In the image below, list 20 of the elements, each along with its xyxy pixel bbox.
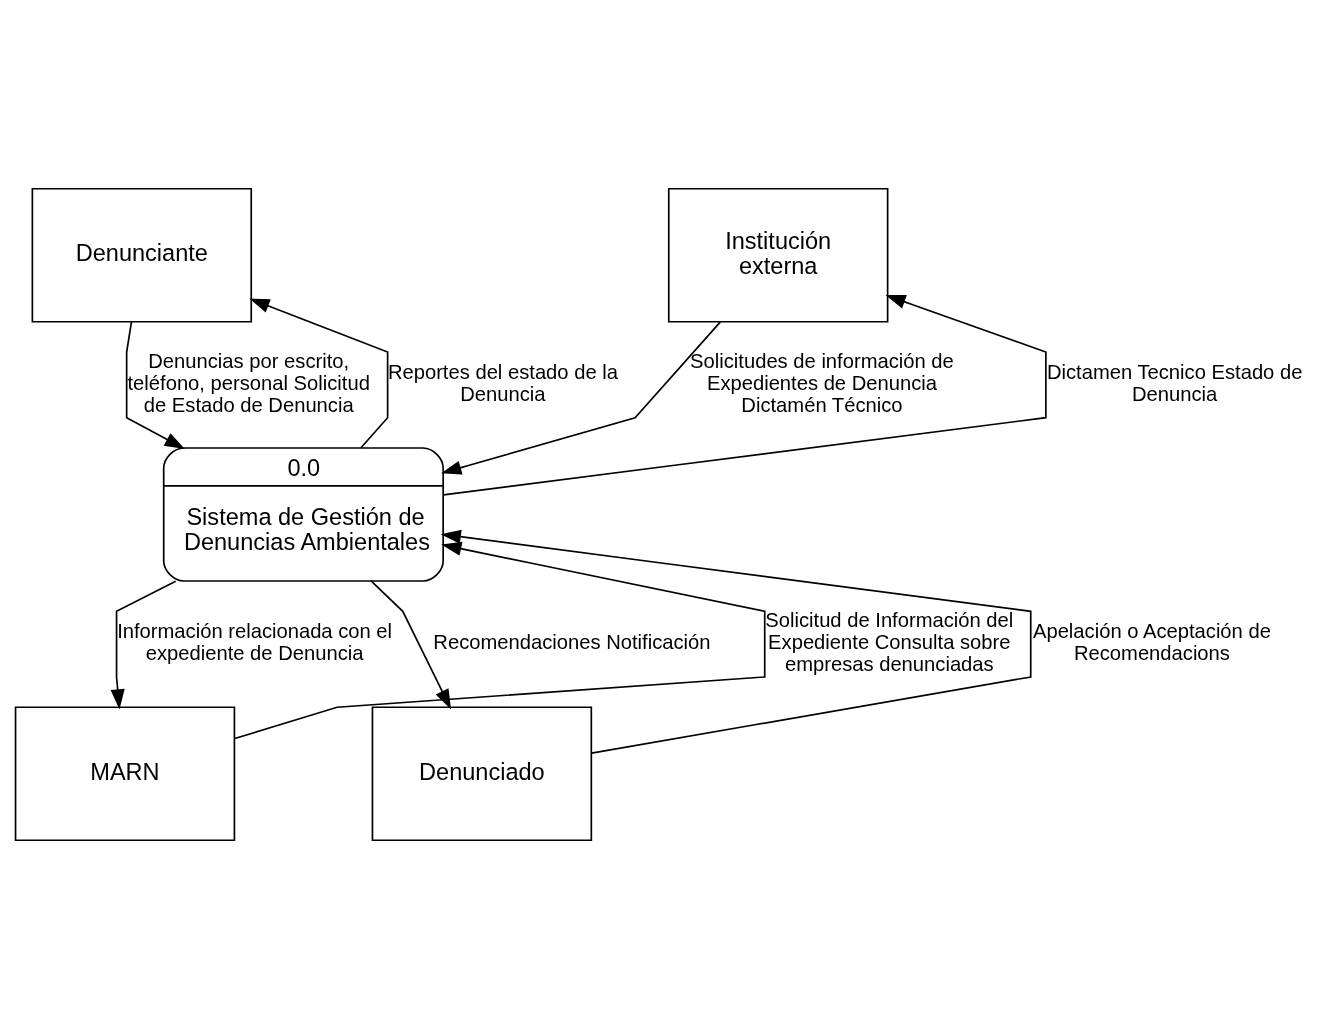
edge-label: Solicitudes de información de Expedientes de Denuncia Dictamén Técnico bbox=[690, 350, 954, 416]
edge-label: Denuncias por escrito, teléfono, personal Solicitud de Estado de Denuncia bbox=[127, 350, 370, 416]
edge-label: Reportes del estado de la Denuncia bbox=[387, 361, 618, 406]
edge-label: Recomendaciones Notificación bbox=[433, 631, 711, 654]
arrow bbox=[233, 541, 766, 740]
edge-label: Solicitud de Información del Expediente Consulta sobre empresas denunciadas bbox=[765, 609, 1014, 676]
arrow bbox=[370, 580, 452, 710]
edge-label: Información relacionada con el expediente de Denuncia bbox=[117, 620, 393, 665]
node-box: Denunciado bbox=[371, 706, 593, 842]
edge-label: Dictamen Tecnico Estado de Denuncia bbox=[1046, 361, 1303, 406]
node-box: Institución externa bbox=[667, 187, 889, 323]
arrow bbox=[249, 298, 389, 449]
node-box: MARN bbox=[14, 706, 236, 842]
arrow bbox=[441, 321, 722, 475]
arrow bbox=[442, 295, 1047, 496]
node-box: Denunciante bbox=[31, 187, 253, 323]
arrow bbox=[125, 321, 185, 449]
edge-label: Apelación o Aceptación de Recomendacions bbox=[1032, 620, 1271, 665]
arrow bbox=[110, 580, 177, 710]
arrow bbox=[440, 529, 1032, 754]
